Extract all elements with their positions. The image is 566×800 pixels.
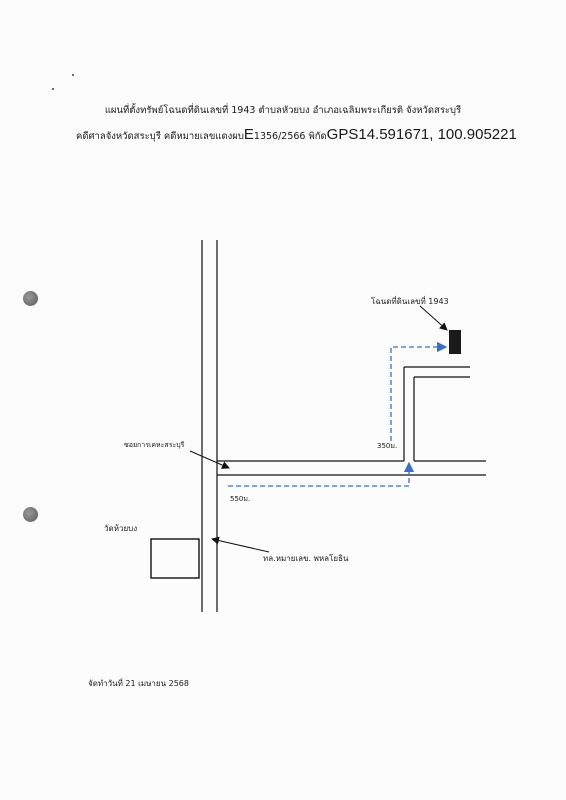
case-number-text: 1356/2566 พิกัด xyxy=(253,131,327,142)
case-court-text: คดีศาลจังหวัดสระบุรี คดีหมายเลขแดงผบ xyxy=(76,131,244,142)
temple-label: วัดห้วยบง xyxy=(104,524,138,533)
parcel-label: โฉนดที่ดินเลขที่ 1943 xyxy=(371,297,449,306)
route-path-soi xyxy=(228,461,415,487)
punch-hole-icon xyxy=(23,507,38,522)
distance-label-350: 350ม. xyxy=(377,442,398,450)
map-title: แผนที่ตั้งทรัพย์โฉนดที่ดินเลขที่ 1943 ตำ… xyxy=(104,105,462,116)
highway-label-arrow xyxy=(211,536,270,553)
soi-label-arrow xyxy=(189,450,230,469)
punch-hole-icon xyxy=(23,291,38,306)
temple-marker xyxy=(150,538,200,579)
made-date: จัดทำวันที่ 21 เมษายน 2568 xyxy=(88,679,189,688)
case-info-line: คดีศาลจังหวัดสระบุรี คดีหมายเลขแดงผบE135… xyxy=(76,126,556,144)
distance-label-550: 550ม. xyxy=(230,495,251,503)
highway-label: ทล.หมายเลข. พหลโยธิน xyxy=(263,554,349,563)
soi-label: ซอยการเคหะสระบุรี xyxy=(124,441,185,449)
speck-mark xyxy=(52,88,54,90)
speck-mark xyxy=(72,74,74,76)
case-letter: E xyxy=(243,126,254,143)
route-path-side-road xyxy=(390,341,448,441)
gps-coordinates: GPS14.591671, 100.905221 xyxy=(326,126,517,143)
parcel-label-arrow xyxy=(419,305,448,331)
land-parcel-marker xyxy=(449,330,461,354)
